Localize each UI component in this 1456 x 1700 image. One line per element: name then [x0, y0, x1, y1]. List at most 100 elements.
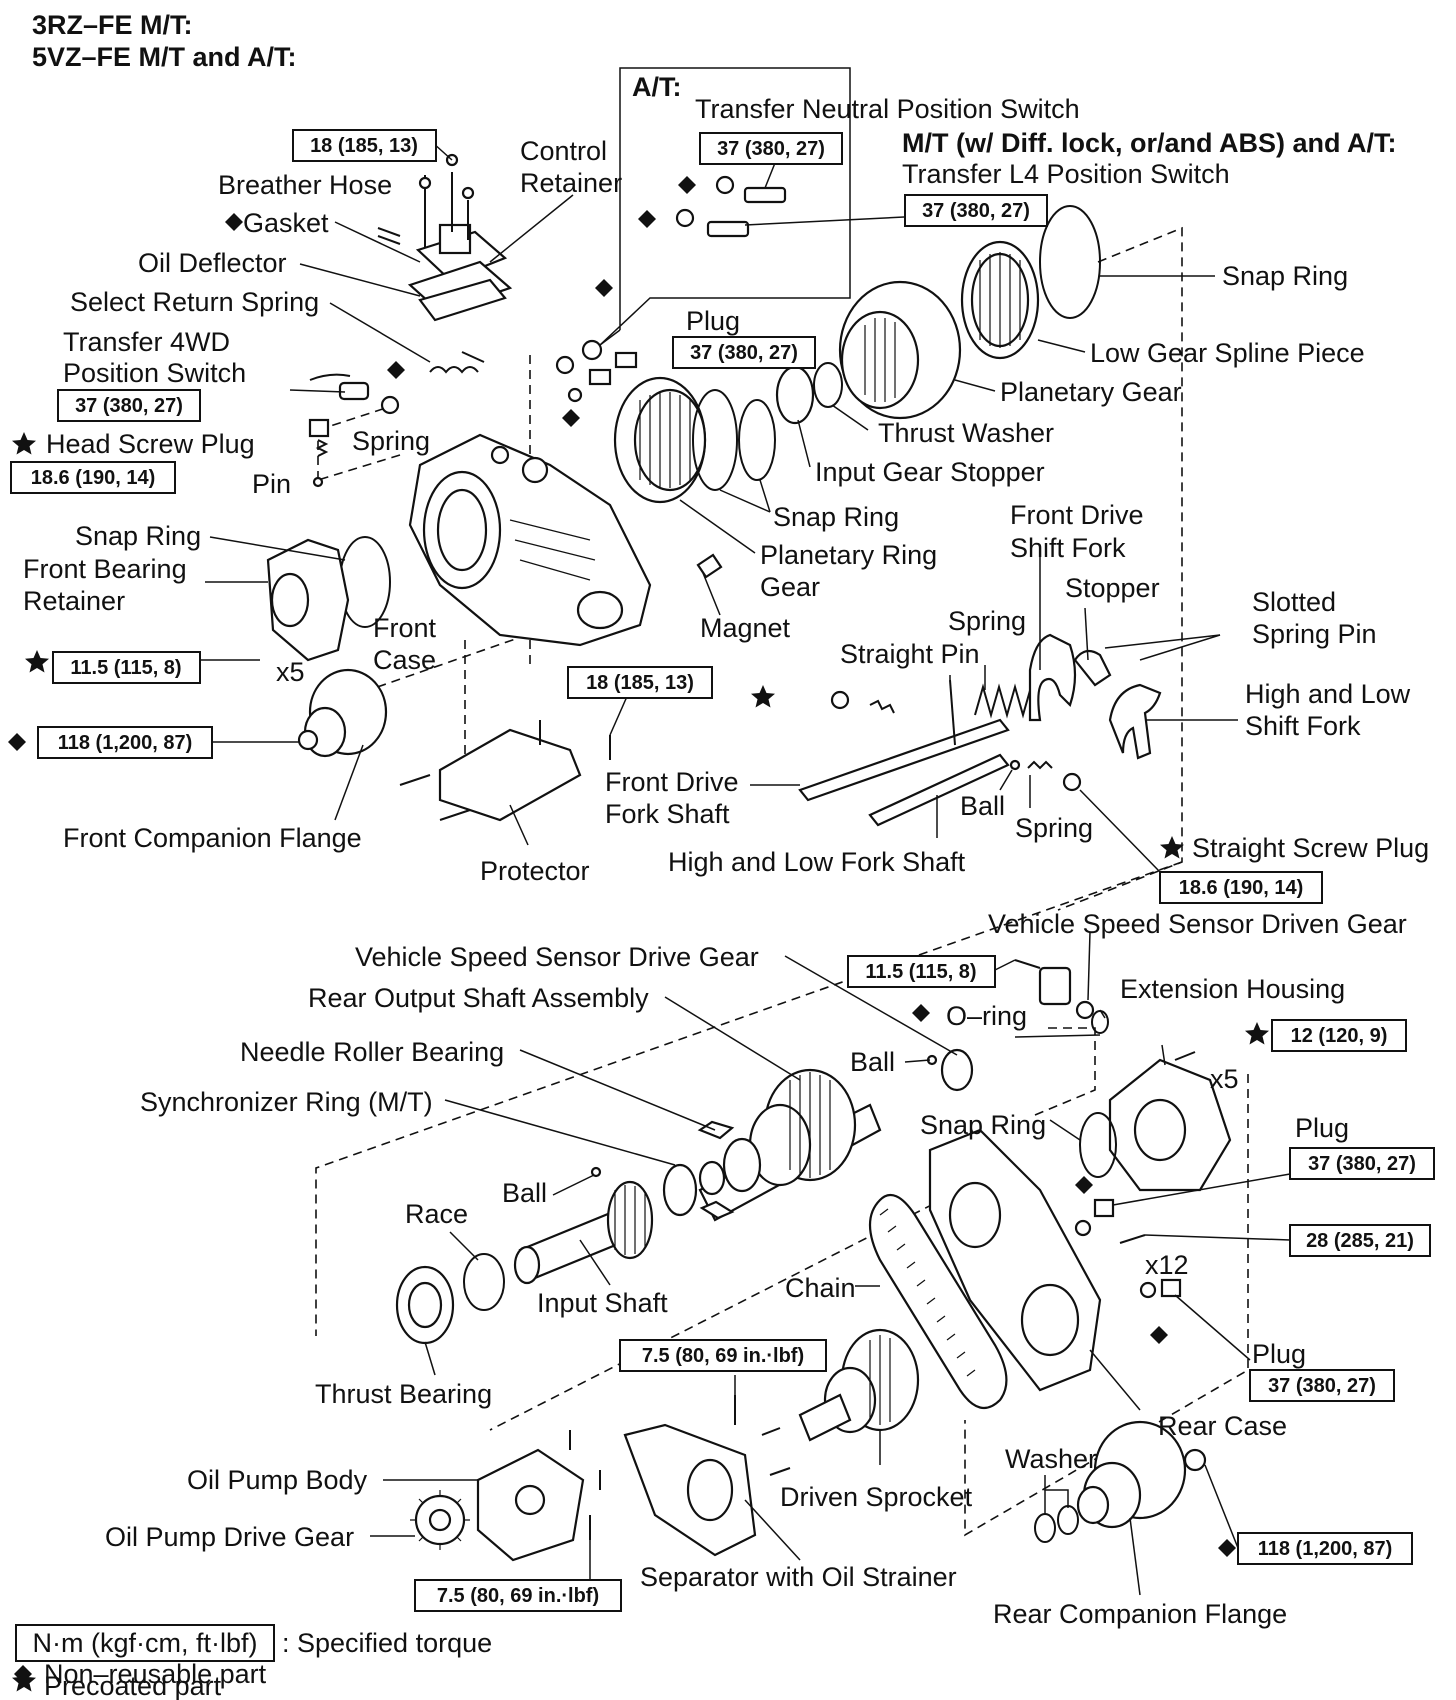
star-icon: [25, 650, 49, 673]
label-oil-pump-drive-gear: Oil Pump Drive Gear: [105, 1522, 354, 1552]
label-chain: Chain: [785, 1273, 856, 1303]
label-separator-oil-strainer: Separator with Oil Strainer: [640, 1562, 957, 1592]
label-pin: Pin: [252, 469, 291, 499]
front-drive-shift-fork-part: [1028, 633, 1077, 722]
label-high-low-shift-fork-1: High and Low: [1245, 679, 1411, 709]
label-front-drive-fork-shaft-1: Front Drive: [605, 767, 739, 797]
torque-front-companion-flange: 118 (1,200, 87): [58, 732, 193, 754]
label-front-bearing-retainer-1: Front Bearing: [23, 554, 187, 584]
spring-ball-part: [1027, 760, 1053, 770]
diamond-icon: [595, 279, 613, 297]
torque-vss-driven-gear: 11.5 (115, 8): [865, 961, 976, 983]
label-straight-pin: Straight Pin: [840, 639, 980, 669]
label-snap-ring-mid: Snap Ring: [773, 502, 899, 532]
label-transfer-l4-switch: Transfer L4 Position Switch: [902, 159, 1230, 189]
label-oil-pump-body: Oil Pump Body: [187, 1465, 368, 1495]
planetary-gear-part: [838, 280, 962, 420]
mt-title: M/T (w/ Diff. lock, or/and ABS) and A/T:: [902, 128, 1397, 158]
transfer-4wd-switch-part: [309, 373, 400, 415]
star-icon: [1245, 1022, 1269, 1045]
input-shaft-part: [513, 1166, 654, 1285]
diamond-icon: [387, 361, 405, 379]
vss-driven-gear-part: [1014, 959, 1109, 1034]
magnet-part: [696, 553, 723, 579]
diamond-markers: [8, 176, 1236, 1683]
legend: N·m (kgf·cm, ft·lbf) : Specified torque …: [15, 1624, 492, 1700]
label-plug-rear-1: Plug: [1295, 1113, 1349, 1143]
label-planetary-ring-gear-2: Gear: [760, 572, 820, 602]
at-switches-part: [675, 175, 787, 238]
diamond-icon: [638, 210, 656, 228]
multiplier-x12: x12: [1145, 1250, 1189, 1280]
control-retainer-part: [377, 153, 513, 322]
diamond-icon: [1150, 1326, 1168, 1344]
label-needle-roller-bearing: Needle Roller Bearing: [240, 1037, 504, 1067]
head-screw-plug-part: [308, 418, 330, 488]
label-washer: Washer: [1005, 1444, 1097, 1474]
label-transfer-4wd-1: Transfer 4WD: [63, 327, 230, 357]
torque-oil-pump: 7.5 (80, 69 in.·lbf): [437, 1585, 599, 1607]
rear-companion-flange-part: [1076, 1420, 1207, 1529]
washer-part-b: [1057, 1505, 1079, 1535]
label-front-drive-shift-fork-2: Shift Fork: [1010, 533, 1126, 563]
chain-part: [869, 1193, 1008, 1410]
front-bearing-retainer-part: [266, 538, 350, 662]
legend-non-reusable: Non–reusable part: [44, 1659, 267, 1689]
label-front-drive-shift-fork-1: Front Drive: [1010, 500, 1144, 530]
star-icon: [751, 685, 775, 708]
torque-front-bearing-retainer: 11.5 (115, 8): [70, 657, 181, 679]
diamond-icon: [225, 213, 243, 231]
label-ball-lower: Ball: [502, 1178, 547, 1208]
part-labels: Transfer Neutral Position Switch Transfe…: [23, 94, 1429, 1629]
thrust-bearing-inner: [407, 1281, 443, 1329]
label-oil-deflector: Oil Deflector: [138, 248, 287, 278]
label-front-case-2: Case: [373, 645, 436, 675]
label-front-drive-fork-shaft-2: Fork Shaft: [605, 799, 730, 829]
ball-part: [1009, 759, 1021, 771]
at-box-title: A/T:: [632, 72, 682, 102]
label-extension-housing: Extension Housing: [1120, 974, 1345, 1004]
label-spring-top: Spring: [352, 426, 430, 456]
torque-head-screw-plug: 18.6 (190, 14): [31, 467, 156, 489]
diamond-icon: [8, 733, 26, 751]
label-head-screw-plug: Head Screw Plug: [46, 429, 255, 459]
high-low-shift-fork-part: [1108, 683, 1162, 760]
driven-sprocket-part: [798, 1328, 920, 1442]
label-snap-ring-left: Snap Ring: [75, 521, 201, 551]
label-spring-fork: Spring: [948, 606, 1026, 636]
torque-straight-screw-plug: 18.6 (190, 14): [1179, 877, 1304, 899]
oil-pump-drive-gear-part: [410, 1490, 470, 1550]
rear-case-part: [928, 1128, 1102, 1392]
oil-pump-body-part: [476, 1430, 601, 1562]
label-vss-drive-gear: Vehicle Speed Sensor Drive Gear: [355, 942, 759, 972]
label-control-retainer-1: Control: [520, 136, 607, 166]
torque-rear-companion-flange: 118 (1,200, 87): [1258, 1538, 1393, 1560]
label-planetary-ring-gear-1: Planetary Ring: [760, 540, 937, 570]
label-planetary-gear: Planetary Gear: [1000, 377, 1182, 407]
label-plug-rear-2: Plug: [1252, 1339, 1306, 1369]
torque-control-retainer: 18 (185, 13): [310, 135, 418, 157]
label-input-gear-stopper: Input Gear Stopper: [815, 457, 1045, 487]
torque-separator: 7.5 (80, 69 in.·lbf): [642, 1345, 804, 1367]
label-snap-ring-rear: Snap Ring: [920, 1110, 1046, 1140]
stopper-part: [1073, 649, 1112, 687]
star-icon: [12, 432, 36, 455]
label-rear-output-shaft-assembly: Rear Output Shaft Assembly: [308, 983, 649, 1013]
vss-drive-gear-part: [940, 1048, 974, 1092]
diamond-icon: [912, 1004, 930, 1022]
label-ball-upper: Ball: [850, 1047, 895, 1077]
label-front-bearing-retainer-2: Retainer: [23, 586, 125, 616]
label-transfer-neutral-switch: Transfer Neutral Position Switch: [695, 94, 1080, 124]
at-callout-box: [599, 67, 851, 346]
torque-4wd-switch: 37 (380, 27): [75, 395, 183, 417]
straight-screw-plug-part: [1062, 772, 1082, 792]
label-input-shaft: Input Shaft: [537, 1288, 668, 1318]
legend-unit-desc: : Specified torque: [282, 1628, 492, 1658]
fork-shafts-part: [798, 690, 1010, 827]
legend-unit: N·m (kgf·cm, ft·lbf): [33, 1628, 258, 1658]
race-part: [463, 1253, 505, 1311]
label-select-return-spring: Select Return Spring: [70, 287, 319, 317]
label-rear-case: Rear Case: [1158, 1411, 1287, 1441]
